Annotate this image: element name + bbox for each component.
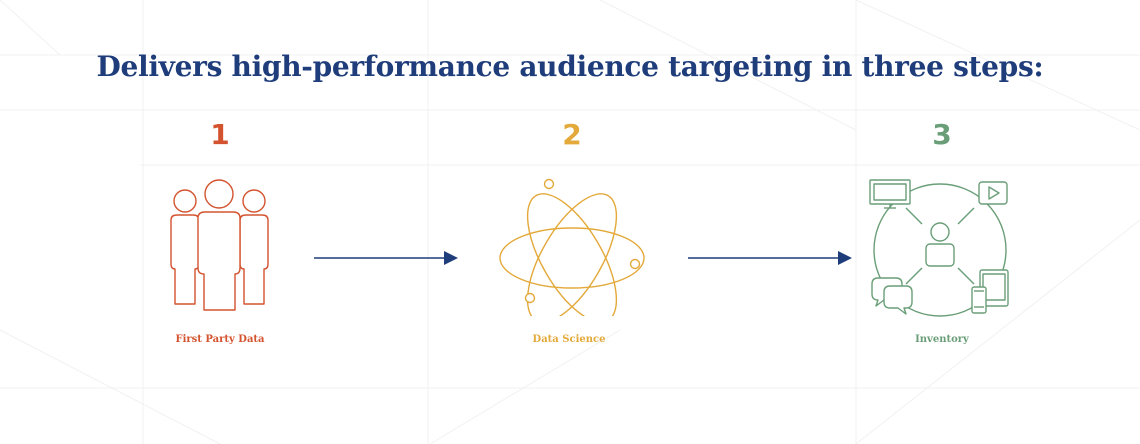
step-3-caption: Inventory bbox=[915, 334, 969, 345]
step-1-caption: First Party Data bbox=[175, 334, 265, 345]
device-network-icon bbox=[869, 179, 1009, 317]
atom-icon bbox=[499, 178, 645, 316]
arrow-step1-to-step2 bbox=[314, 251, 458, 265]
people-group-icon bbox=[170, 179, 269, 311]
step-1-number: 1 bbox=[210, 118, 230, 151]
step-3-number: 3 bbox=[932, 118, 952, 151]
page-title: Delivers high-performance audience targe… bbox=[96, 50, 1044, 83]
arrow-step2-to-step3 bbox=[688, 251, 852, 265]
step-2-number: 2 bbox=[562, 118, 582, 151]
step-2-caption: Data Science bbox=[532, 334, 606, 345]
